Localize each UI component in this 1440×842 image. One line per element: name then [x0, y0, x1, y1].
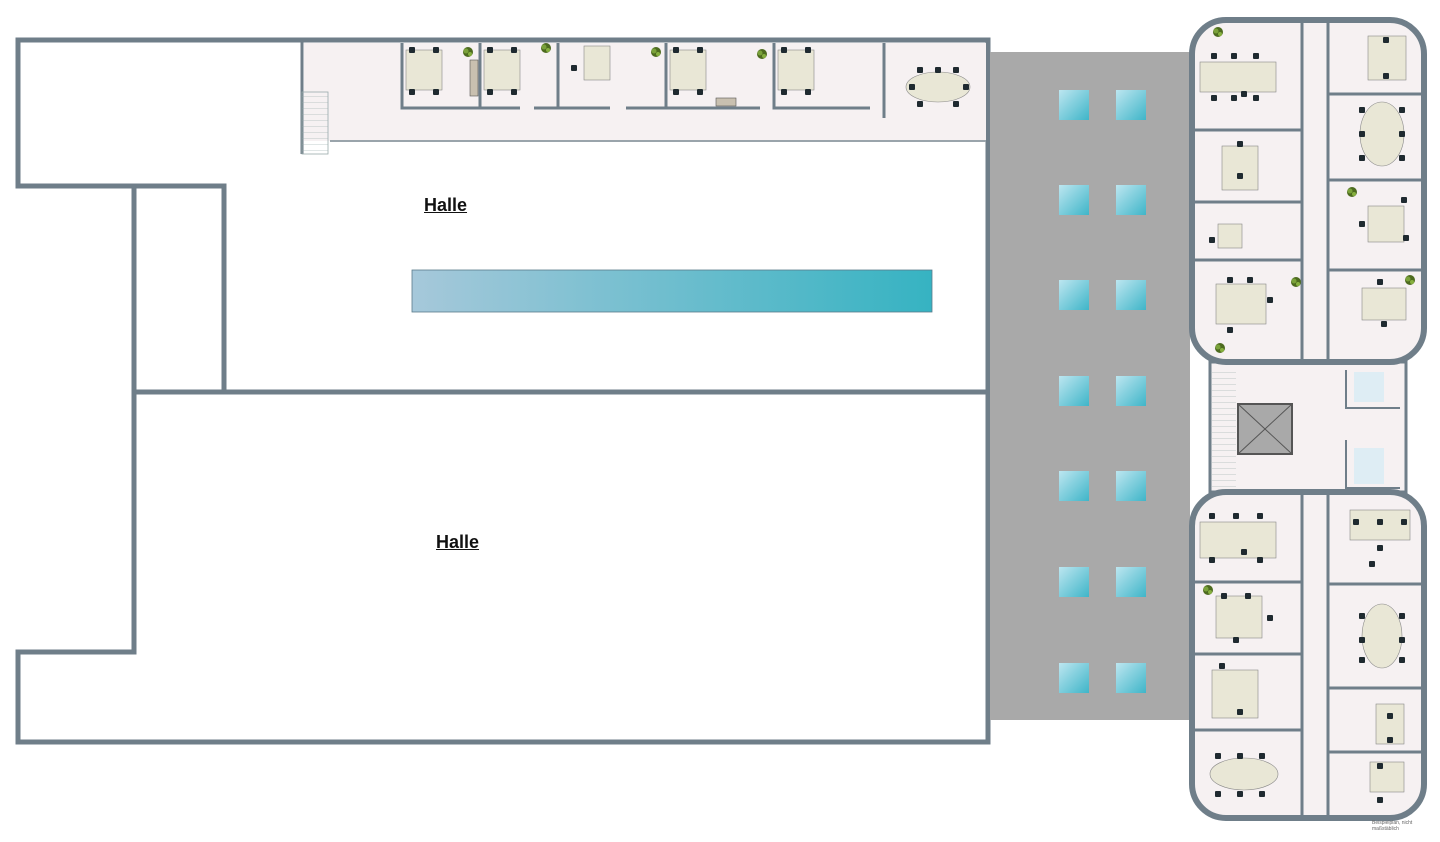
- hall-inner-wall: [134, 183, 988, 395]
- upper-office-rooms: [400, 43, 886, 118]
- hall-label-lower: Halle: [436, 532, 480, 552]
- wing-desks: [1199, 35, 1411, 793]
- crane-rail: [411, 269, 933, 313]
- hall-section: [15, 37, 991, 745]
- skylights: [1059, 90, 1146, 693]
- plan-disclaimer: Beispielplan, nicht maßstäblich: [1372, 820, 1413, 832]
- office-wing-bottom: [1189, 489, 1427, 821]
- strip-staircase: [301, 91, 329, 155]
- hall-label-upper: Halle: [424, 195, 468, 215]
- parking-area: [990, 52, 1190, 720]
- upper-office-desks: [405, 45, 971, 107]
- office-wing-top: [1189, 17, 1427, 365]
- office-building: [1189, 17, 1427, 821]
